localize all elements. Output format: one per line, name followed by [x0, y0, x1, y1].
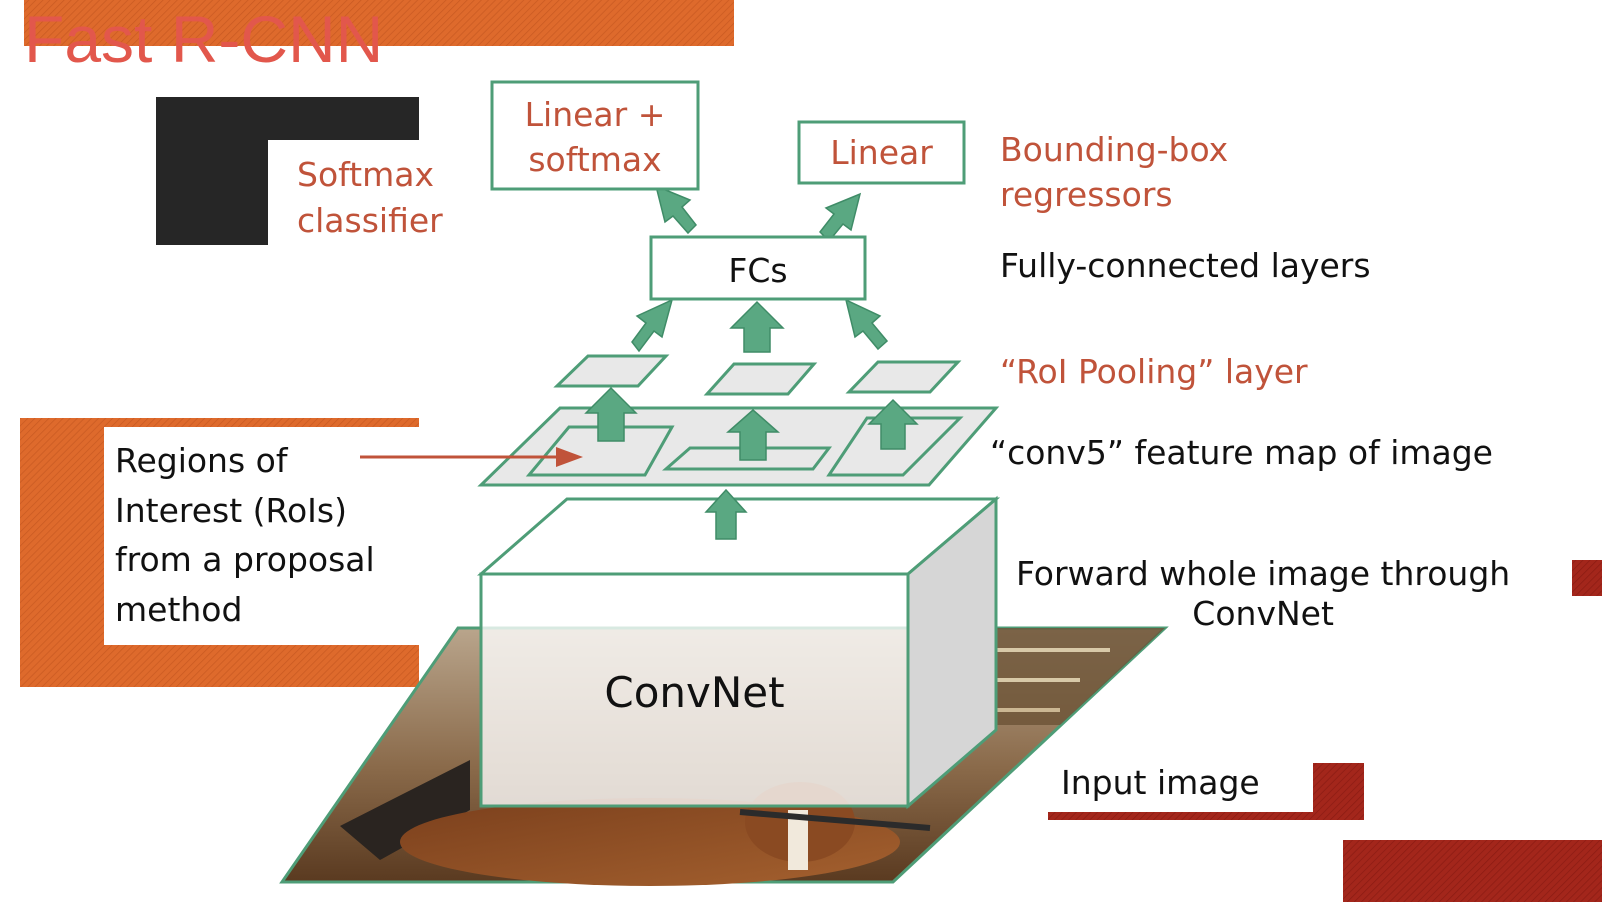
bbox-line2: regressors [1000, 174, 1173, 214]
rois-line1: Regions of [115, 441, 288, 480]
rois-line4: method [115, 589, 243, 629]
linear-softmax-box [490, 80, 700, 191]
linear-box [797, 120, 966, 185]
arrow-diagonal-icon [819, 192, 862, 243]
softmax-line2: classifier [297, 201, 443, 241]
arrow-right-icon [360, 447, 583, 467]
dark-corner-block [156, 97, 419, 245]
linear-softmax-label: Linear + softmax [492, 93, 698, 182]
roi-box-3 [826, 416, 964, 477]
bbox-regressors-label: Bounding-box regressors [1000, 128, 1228, 217]
fcs-box [649, 235, 867, 301]
roi-pooling-label: “RoI Pooling” layer [1000, 352, 1308, 391]
linear-softmax-line2: softmax [528, 139, 662, 179]
linear-label: Linear [830, 133, 933, 172]
arrow-up-icon [584, 386, 638, 442]
conv5-label: “conv5” feature map of image [990, 433, 1493, 472]
linear-softmax-line1: Linear + [524, 95, 666, 134]
conv5-feature-map [477, 406, 1000, 487]
roi-pooled-1 [553, 354, 670, 388]
roi-pooled-2 [703, 362, 818, 396]
arrow-up-icon [704, 488, 748, 540]
roi-pooled-3 [845, 360, 962, 394]
rois-line2: Interest (RoIs) [115, 490, 347, 530]
roi-box-2 [662, 446, 833, 471]
convnet-label: ConvNet [604, 668, 785, 717]
bbox-line1: Bounding-box [1000, 130, 1229, 169]
title-accent-bar [24, 0, 734, 46]
arrow-diagonal-icon [844, 298, 889, 351]
arrow-up-icon [729, 300, 785, 353]
forward-label: Forward whole image through ConvNet [1016, 554, 1510, 633]
rois-label: Regions of Interest (RoIs) from a propos… [115, 436, 375, 634]
softmax-classifier-label: Softmax classifier [297, 152, 443, 244]
forward-line1: Forward whole image through [1016, 554, 1511, 593]
fully-connected-label: Fully-connected layers [1000, 246, 1371, 285]
arrow-up-icon [726, 409, 780, 461]
arrow-diagonal-icon [654, 184, 697, 235]
rois-callout-frame [20, 418, 419, 687]
rois-line3: from a proposal [115, 540, 375, 579]
input-label-accent [1048, 763, 1364, 820]
right-edge-accent [1572, 560, 1602, 596]
softmax-line1: Softmax [297, 155, 435, 194]
bottom-right-accent [1343, 840, 1602, 902]
input-image-label: Input image [1061, 763, 1260, 802]
fcs-label: FCs [728, 251, 788, 290]
roi-box-1 [525, 425, 675, 477]
convnet-block [476, 495, 1001, 810]
arrow-up-icon [867, 398, 919, 450]
arrow-diagonal-icon [631, 298, 674, 353]
slide-title: Fast R-CNN [24, 2, 384, 76]
forward-line2: ConvNet [1192, 593, 1334, 633]
